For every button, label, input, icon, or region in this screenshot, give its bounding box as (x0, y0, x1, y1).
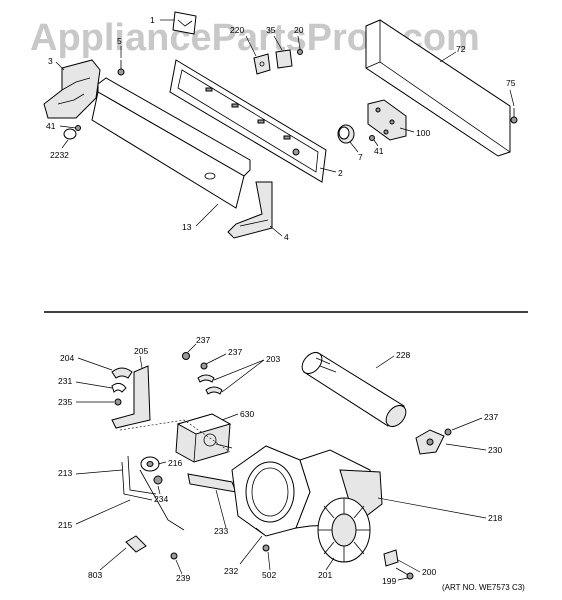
callout-235: 235 (58, 397, 72, 407)
callout-199: 199 (382, 576, 396, 586)
callout-237-b: 237 (228, 347, 242, 357)
part-220-bracket (253, 53, 271, 75)
callout-233: 233 (214, 526, 228, 536)
part-216-pulley (140, 456, 160, 472)
part-231-clip (111, 382, 127, 393)
part-1-label-card (172, 11, 197, 35)
callout-234: 234 (154, 494, 168, 504)
part-201-blower-wheel (317, 497, 371, 563)
callout-205: 205 (134, 346, 148, 356)
part-5-screw (117, 60, 125, 76)
part-205-bracket-plate (111, 365, 151, 429)
callout-204: 204 (60, 353, 74, 363)
callout-13: 13 (182, 222, 192, 232)
part-35-clip (275, 49, 293, 69)
part-204-clamp (111, 367, 133, 379)
part-228-exhaust-duct (301, 351, 407, 428)
callout-201: 201 (318, 570, 332, 580)
part-2-control-panel-frame (169, 59, 327, 183)
part-200-washer (383, 549, 399, 567)
callout-4: 4 (284, 232, 289, 242)
callout-100: 100 (416, 128, 430, 138)
part-199-bolt (395, 567, 414, 580)
callout-5: 5 (117, 36, 122, 46)
part-232-wire (255, 527, 267, 537)
callout-41-left: 41 (46, 121, 56, 131)
part-41-clip-left (75, 125, 81, 131)
callout-237-a: 237 (196, 335, 210, 345)
callout-220: 220 (230, 25, 244, 35)
callout-218: 218 (488, 513, 502, 523)
part-235-screw (114, 398, 122, 406)
callout-228: 228 (396, 350, 410, 360)
part-237-screw-c (444, 428, 452, 436)
part-2232-knob (63, 128, 77, 140)
part-230-thermostat (415, 429, 445, 455)
art-number: (ART NO. WE7573 C3) (442, 583, 525, 592)
callout-630: 630 (240, 409, 254, 419)
part-4-support-bracket (227, 181, 273, 239)
callout-1: 1 (150, 15, 155, 25)
callout-237-c: 237 (484, 412, 498, 422)
callout-35: 35 (266, 25, 276, 35)
callout-203: 203 (266, 354, 280, 364)
part-803-connector (125, 535, 147, 553)
part-20-screw (297, 49, 303, 55)
callout-41-right: 41 (374, 146, 384, 156)
callout-803: 803 (88, 570, 102, 580)
part-100-switch (367, 99, 407, 141)
part-7-knob (337, 124, 355, 144)
part-215-drive-belt (119, 419, 231, 531)
part-3-end-cap (43, 59, 101, 119)
callout-213: 213 (58, 468, 72, 478)
part-234-roller (153, 475, 163, 485)
part-203-clips (197, 374, 223, 395)
part-237-screw-a (182, 352, 190, 360)
part-502-screw (262, 544, 270, 552)
part-233-bracket (187, 473, 237, 493)
callout-230: 230 (488, 445, 502, 455)
part-13-console-panel (91, 77, 251, 209)
bottom-leader-lines (75, 343, 487, 581)
callout-7: 7 (358, 152, 363, 162)
callout-72: 72 (456, 44, 466, 54)
part-75-screw (510, 108, 518, 124)
callout-215: 215 (58, 520, 72, 530)
callout-2: 2 (338, 168, 343, 178)
top-leader-lines (55, 19, 515, 237)
part-239-screw (170, 552, 178, 560)
callout-200: 200 (422, 567, 436, 577)
callout-239: 239 (176, 573, 190, 583)
callout-75: 75 (506, 78, 516, 88)
callout-216: 216 (168, 458, 182, 468)
callout-3: 3 (48, 56, 53, 66)
part-41-clip-right (369, 135, 375, 141)
part-213-idler-arm (121, 455, 157, 501)
part-72-backsplash (365, 19, 511, 157)
callout-231: 231 (58, 376, 72, 386)
part-630-motor (175, 413, 233, 463)
callout-2232: 2232 (50, 150, 69, 160)
callout-502: 502 (262, 570, 276, 580)
callout-20: 20 (294, 25, 304, 35)
callout-232: 232 (224, 566, 238, 576)
part-237-screw-b (200, 362, 208, 370)
